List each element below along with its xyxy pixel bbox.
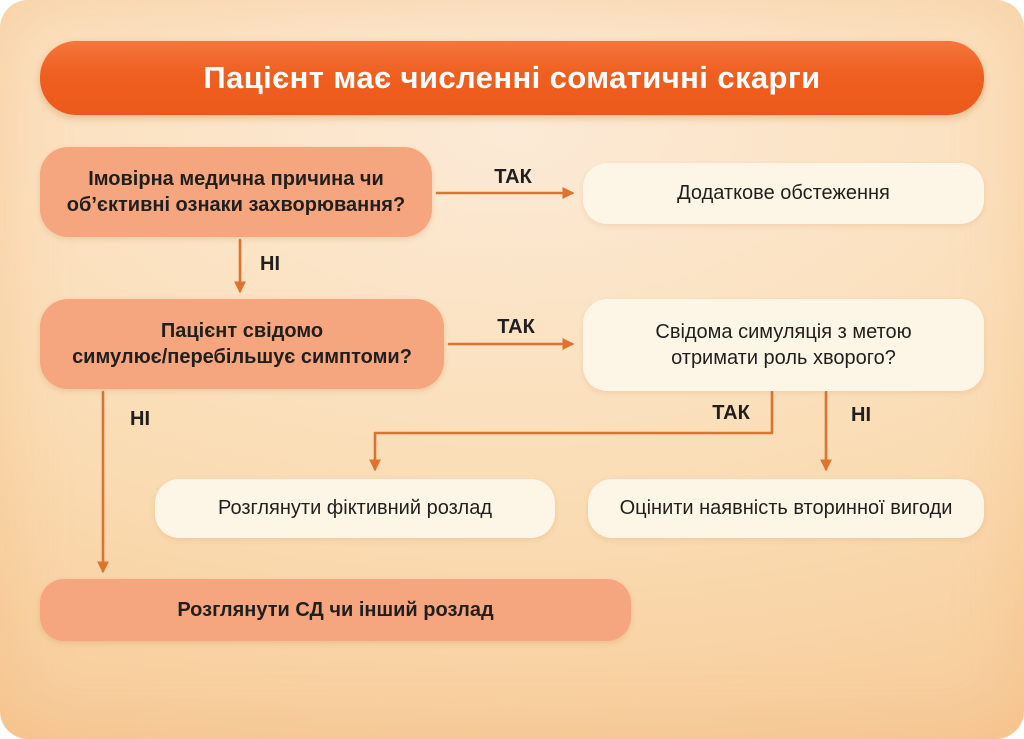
node-sick-role-question: Свідома симуляція з метою отримати роль … xyxy=(583,299,984,391)
node-deliberate-simulation-question-line1: Пацієнт свідомо xyxy=(160,319,324,342)
label-no-a2: НІ xyxy=(851,404,871,426)
node-deliberate-simulation-question: Пацієнт свідомо симулює/перебільшує симп… xyxy=(40,299,444,389)
node-secondary-gain-line1: Оцінити наявність вторинної вигоди xyxy=(619,497,953,520)
label-yes-q2: ТАК xyxy=(497,316,535,338)
node-medical-cause-question-line1: Імовірна медична причина чи xyxy=(88,167,384,190)
node-additional-examination: Додаткове обстеження xyxy=(583,163,984,224)
node-sick-role-question-line2: отримати роль хворого? xyxy=(671,347,896,369)
node-additional-examination-line1: Додаткове обстеження xyxy=(677,182,890,205)
node-factitious-disorder: Розглянути фіктивний розлад xyxy=(155,479,555,538)
label-no-q1: НІ xyxy=(260,253,280,275)
node-medical-cause-question: Імовірна медична причина чи об’єктивні о… xyxy=(40,147,432,237)
node-sick-role-question-line1: Свідома симуляція з метою xyxy=(655,320,912,343)
node-factitious-disorder-line1: Розглянути фіктивний розлад xyxy=(217,497,493,520)
label-yes-q1: ТАК xyxy=(494,166,532,188)
node-somatic-disorder-conclusion: Розглянути СД чи інший розлад xyxy=(40,579,631,641)
node-secondary-gain: Оцінити наявність вторинної вигоди xyxy=(588,479,984,538)
node-medical-cause-question-line2: об’єктивні ознаки захворювання? xyxy=(66,194,406,216)
flowchart-title: Пацієнт має численні соматичні скарги xyxy=(40,41,984,115)
label-yes-a2: ТАК xyxy=(712,402,750,424)
node-somatic-disorder-conclusion-line1: Розглянути СД чи інший розлад xyxy=(177,598,494,621)
node-deliberate-simulation-question-line2: симулює/перебільшує симптоми? xyxy=(72,346,412,368)
label-no-q2: НІ xyxy=(130,408,150,430)
